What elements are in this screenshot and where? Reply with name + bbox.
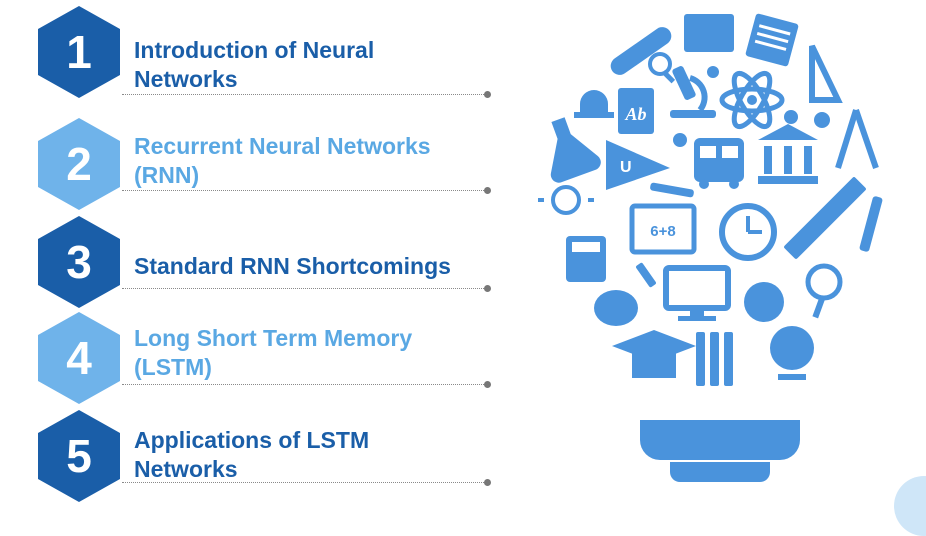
divider-end-dot: [484, 381, 491, 388]
agenda-item-4: 4 Long Short Term Memory (LSTM): [38, 312, 508, 404]
item-number: 1: [66, 26, 92, 78]
hexagon-badge: 2: [38, 118, 120, 210]
item-number: 4: [66, 332, 92, 384]
agenda-item-1: 1 Introduction of Neural Networks: [38, 6, 508, 98]
divider-end-dot: [484, 479, 491, 486]
apple-icon: [744, 282, 784, 322]
svg-text:Ab: Ab: [624, 104, 646, 124]
divider-end-dot: [484, 187, 491, 194]
book-icon: Ab: [618, 88, 654, 134]
chalkboard-icon: 6+8: [629, 203, 697, 255]
compass-icon: [835, 109, 879, 169]
item-number: 2: [66, 138, 92, 190]
agenda-list: 1 Introduction of Neural Networks 2 Recu…: [38, 6, 508, 502]
pencils-icon: [696, 332, 733, 386]
pencil-right-icon: [859, 196, 883, 252]
pennant-flag-icon: U: [606, 140, 670, 190]
idea-icon: [814, 112, 830, 128]
palette-icon: [594, 290, 638, 326]
hexagon-badge: 1: [38, 6, 120, 98]
item-label: Recurrent Neural Networks (RNN): [134, 133, 431, 188]
atom-icon: [719, 70, 785, 130]
magnifier-right-icon: [805, 263, 843, 319]
hexagon-badge: 5: [38, 410, 120, 502]
lightbulb-base: [640, 420, 800, 482]
item-label: Long Short Term Memory (LSTM): [134, 325, 413, 380]
apple-small-icon: [673, 133, 687, 147]
divider-end-dot: [484, 285, 491, 292]
dotted-divider: [122, 190, 486, 191]
svg-text:U: U: [620, 159, 632, 176]
item-label: Introduction of Neural Networks: [134, 37, 375, 92]
clock-icon: [719, 203, 777, 261]
palette-small-icon: [784, 110, 798, 124]
agenda-item-5: 5 Applications of LSTM Networks: [38, 410, 508, 502]
magnifier-icon: [648, 52, 676, 84]
graduation-cap-icon: [612, 330, 696, 378]
calculator-icon: [566, 236, 606, 282]
triangle-ruler-icon: [809, 44, 843, 103]
globe-icon: [770, 326, 814, 380]
dotted-divider: [122, 94, 486, 95]
agenda-item-3: 3 Standard RNN Shortcomings: [38, 216, 508, 308]
small-pencil-icon: [636, 262, 656, 288]
bell-icon: [574, 90, 614, 118]
dotted-divider: [122, 384, 486, 385]
item-number: 3: [66, 236, 92, 288]
hexagon-badge: 4: [38, 312, 120, 404]
notepad-icon: [745, 13, 799, 67]
item-number: 5: [66, 430, 92, 482]
item-label: Applications of LSTM Networks: [134, 427, 370, 482]
agenda-item-2: 2 Recurrent Neural Networks (RNN): [38, 118, 508, 210]
dotted-divider: [122, 482, 486, 483]
folder-icon: [684, 14, 734, 52]
small-bulb-icon: [707, 66, 719, 78]
pencil-icon: [650, 182, 694, 198]
divider-end-dot: [484, 91, 491, 98]
monitor-icon: [663, 265, 731, 321]
svg-text:6+8: 6+8: [650, 223, 675, 240]
flask-icon: [550, 117, 601, 183]
test-tube-icon: [610, 27, 672, 75]
lightbulb-outline-icon: [538, 172, 594, 215]
museum-icon: [758, 124, 818, 184]
ruler-icon: [784, 177, 866, 259]
hexagon-badge: 3: [38, 216, 120, 308]
school-bus-icon: [694, 138, 744, 189]
microscope-icon: [670, 66, 716, 118]
dotted-divider: [122, 288, 486, 289]
education-lightbulb-illustration: Ab U: [538, 13, 883, 482]
item-label: Standard RNN Shortcomings: [134, 253, 451, 279]
